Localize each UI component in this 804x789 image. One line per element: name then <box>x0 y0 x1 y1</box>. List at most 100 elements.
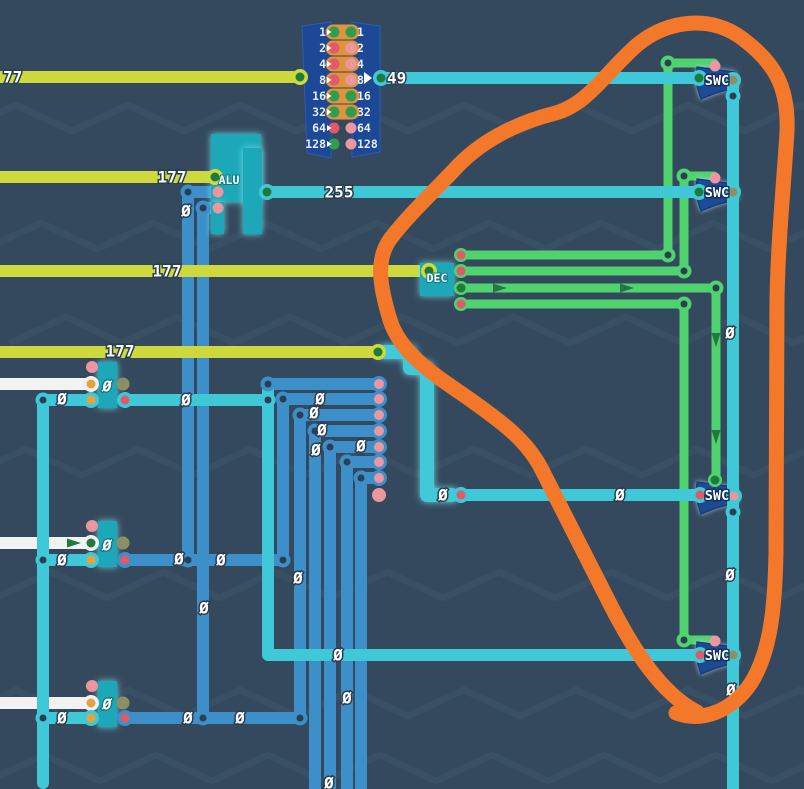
wire-value-label: Ø <box>355 437 366 456</box>
splitter-bit-dot-8[interactable] <box>328 74 340 86</box>
wire-value-label: 77 <box>3 68 22 87</box>
splitter-bit-label-64: 64 <box>312 121 326 135</box>
splitter-bit-dot-4[interactable] <box>328 58 340 70</box>
wire-value-label: Ø <box>323 774 334 789</box>
splitter-bit-dot-16[interactable] <box>328 90 340 102</box>
wire-value-label: Ø <box>437 486 448 505</box>
wire-value-label: Ø <box>180 202 191 221</box>
swc-label-1: SWC <box>705 73 729 89</box>
splitter-bit-dot-64[interactable] <box>328 122 340 134</box>
pin-state <box>376 73 386 83</box>
wire-junction-center <box>680 267 688 275</box>
maker-bit-dot-4[interactable] <box>345 58 357 70</box>
splitter-bit-dot-2[interactable] <box>328 42 340 54</box>
wire-reg1-to-swc4[interactable] <box>119 394 706 661</box>
pin-state <box>374 473 384 483</box>
wire-junction-center <box>680 636 688 644</box>
pin-state <box>695 490 705 500</box>
byte-out-arrow-icon <box>364 72 372 84</box>
signal-flow-arrow-icon <box>620 283 634 293</box>
wire-value-label: Ø <box>310 441 321 460</box>
maker-bit-dot-2[interactable] <box>345 42 357 54</box>
maker-bit-dot-8[interactable] <box>345 74 357 86</box>
annotation-loop <box>373 15 795 724</box>
maker-bit-dot-1[interactable] <box>345 26 357 38</box>
pin-state <box>86 713 96 723</box>
wire-value-label: Ø <box>198 599 209 618</box>
signal-flow-arrow-icon <box>493 283 507 293</box>
wire-junction-center <box>712 284 720 292</box>
wire-junction-center <box>184 188 192 196</box>
maker-bit-dot-32[interactable] <box>345 106 357 118</box>
pin-state <box>456 250 466 260</box>
maker-bit-label-32: 32 <box>357 105 371 119</box>
background-zigzag <box>0 568 804 602</box>
splitter-bit-dot-32[interactable] <box>328 106 340 118</box>
register-component-3[interactable] <box>98 681 117 727</box>
wire-value-label: Ø <box>56 551 67 570</box>
wire-value-label: 49 <box>387 69 406 88</box>
bit-arrow-icon <box>327 77 332 83</box>
pin-state <box>456 490 466 500</box>
pin-state <box>456 283 466 293</box>
bit-arrow-icon <box>327 125 332 131</box>
wire-value-label: Ø <box>308 404 319 423</box>
pin-state <box>374 394 384 404</box>
maker-bit-dot-16[interactable] <box>345 90 357 102</box>
swc-label-4: SWC <box>705 648 729 664</box>
pin-state <box>88 682 96 690</box>
wire-value-label: 177 <box>153 262 182 281</box>
alu-component[interactable] <box>243 148 262 234</box>
wire-junction-center <box>343 458 351 466</box>
pin-state <box>729 491 739 501</box>
wire-junction-center <box>729 508 737 516</box>
swc-label-3: SWC <box>705 488 729 504</box>
wire-value-label: Ø <box>292 569 303 588</box>
byte-splitter-body[interactable] <box>301 21 332 159</box>
pin-state <box>215 189 221 195</box>
alu-label: ALU <box>219 173 240 187</box>
pin-state <box>374 457 384 467</box>
signal-flow-arrow-icon <box>711 333 721 347</box>
wire-junction-center <box>184 556 192 564</box>
register-component-2[interactable] <box>98 521 117 567</box>
signal-flow-arrow-icon <box>711 430 721 444</box>
wire-value-label: Ø <box>316 421 327 440</box>
maker-bit-label-8: 8 <box>357 73 364 87</box>
splitter-bit-dot-1[interactable] <box>328 26 340 38</box>
pin-state <box>373 347 383 357</box>
pin-state <box>88 363 96 371</box>
splitter-bit-label-1: 1 <box>319 25 326 39</box>
maker-bit-label-2: 2 <box>357 41 364 55</box>
splitter-bit-dot-128[interactable] <box>328 138 340 150</box>
wire-junction-center <box>729 92 737 100</box>
pin-state <box>695 650 705 660</box>
splitter-bit-label-4: 4 <box>319 57 326 71</box>
bit-arrow-icon <box>327 45 332 51</box>
maker-bit-dot-64[interactable] <box>345 122 357 134</box>
wire-junction-center <box>279 556 287 564</box>
wire-junction-center <box>279 395 287 403</box>
register-component-1[interactable] <box>98 362 117 408</box>
pin-state <box>712 63 718 69</box>
pin-state <box>215 205 221 211</box>
wire-junction-center <box>680 300 688 308</box>
wire-value-label: Ø <box>215 551 226 570</box>
wire-junction-center <box>664 59 672 67</box>
pin-state <box>86 698 96 708</box>
pin-state <box>86 395 96 405</box>
wire-value-label: Ø <box>100 696 112 714</box>
maker-bit-label-1: 1 <box>357 25 364 39</box>
pin-state <box>86 555 96 565</box>
signal-flow-arrow-icon <box>67 538 81 548</box>
pin-state <box>374 442 384 452</box>
wire-value-label: Ø <box>234 709 245 728</box>
pin-state <box>374 490 384 500</box>
wire-value-label: Ø <box>182 709 193 728</box>
wire-junction-center <box>39 556 47 564</box>
maker-bit-dot-128[interactable] <box>345 138 357 150</box>
wire-junction-center <box>39 396 47 404</box>
wire-junction-center <box>664 251 672 259</box>
